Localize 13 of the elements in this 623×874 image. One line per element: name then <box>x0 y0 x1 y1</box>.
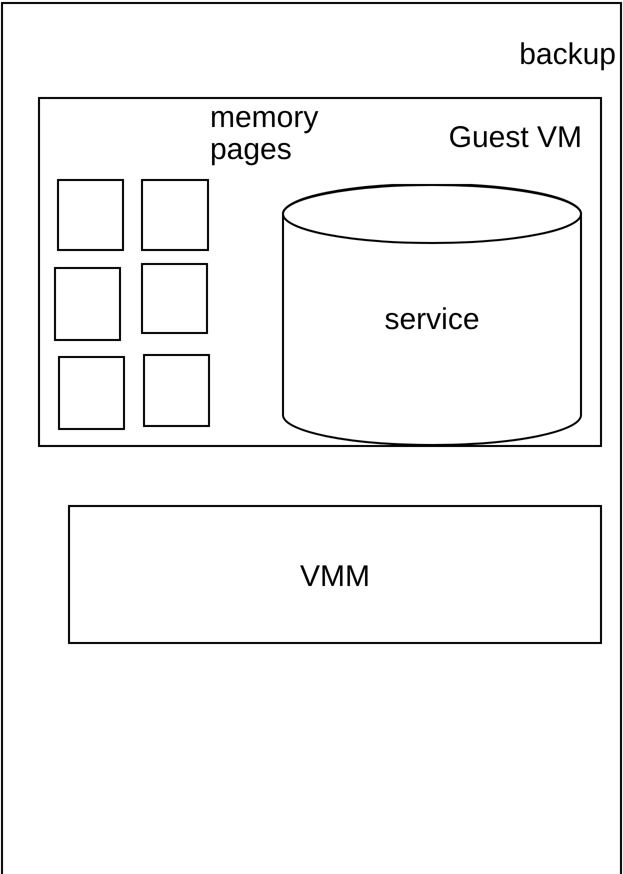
node-label: backup <box>518 38 616 72</box>
node-label: Guest VM <box>448 121 582 155</box>
vm-container <box>38 97 602 447</box>
memory-page-box <box>58 356 125 430</box>
memory-page-box <box>141 179 209 251</box>
annotation-label: memory pages <box>210 102 320 166</box>
memory-page-box <box>143 354 210 427</box>
memory-page-box <box>54 267 121 341</box>
process-box <box>68 505 602 644</box>
memory-page-box <box>57 179 124 251</box>
node-label: VMM <box>299 560 371 594</box>
node-label: service <box>383 303 481 337</box>
memory-page-box <box>141 263 208 334</box>
